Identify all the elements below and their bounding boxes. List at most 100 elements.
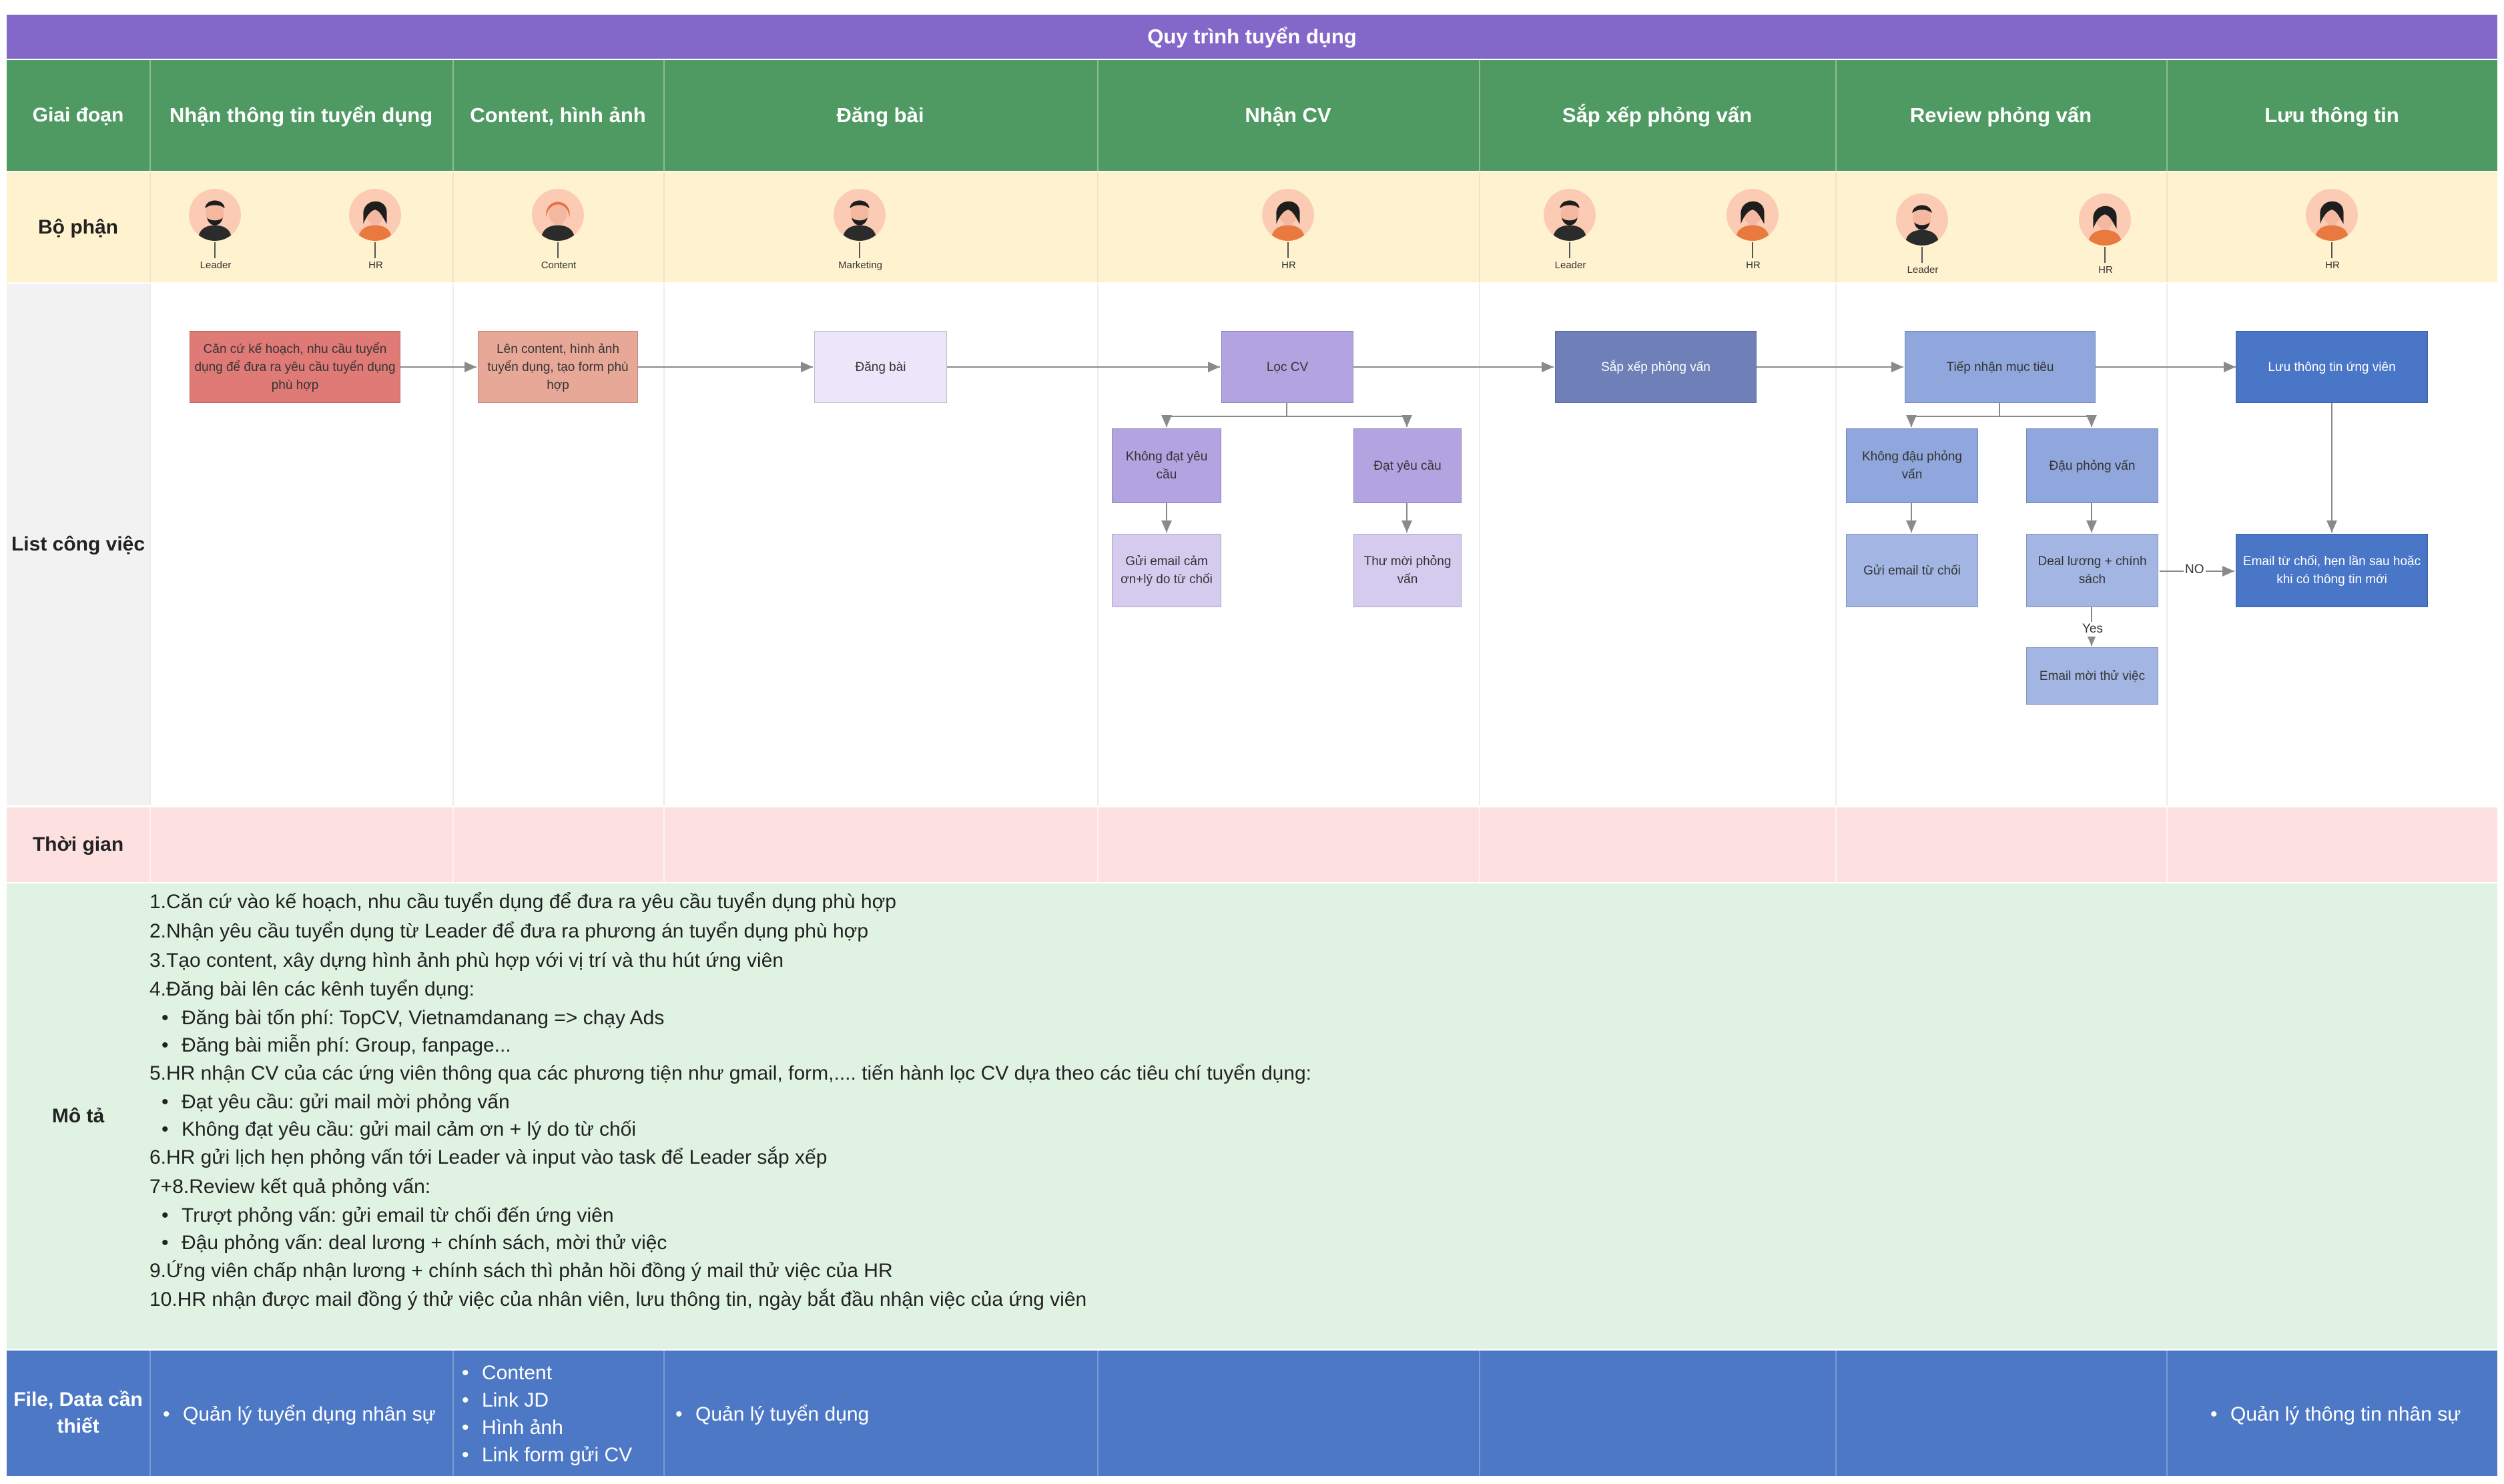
hr-avatar-icon [2079,194,2131,246]
row-label-department: Bộ phận [38,216,118,238]
column-divider [2166,284,2168,805]
stage-dang-bai: Đăng bài [836,103,924,127]
stage-nhan-cv: Nhận CV [1245,103,1331,127]
column-divider [1097,284,1099,805]
person-role-label: HR [2325,260,2340,271]
person-role-label: Content [541,260,577,271]
task-sap-xep: Sắp xếp phỏng vấn [1555,331,1757,403]
edge-label-yes: Yes [2081,622,2104,637]
hr-avatar-icon [2306,189,2358,241]
row-label-tasks: List công việc [11,533,145,555]
person-role-label: Leader [1554,260,1586,271]
row-label-time: Thời gian [32,833,124,855]
column-divider [2166,60,2168,171]
file-item: Quản lý tuyển dụng [675,1401,869,1428]
row-label-description: Mô tả [51,1105,105,1127]
hr-avatar-icon [1727,189,1779,241]
column-divider [1835,807,1837,882]
person-role-label: HR [2098,264,2113,276]
person-pointer-line [1752,242,1753,258]
stage-review: Review phỏng vấn [1909,103,2092,127]
column-divider [1835,60,1837,171]
person-pointer-line [374,242,376,258]
task-gui-email-cam-on: Gửi email cảm ơn+lý do từ chối [1112,534,1221,607]
stage-sap-xep: Sắp xếp phỏng vấn [1562,103,1753,127]
task-khong-dau: Không đậu phỏng vấn [1846,428,1978,503]
arrow-loccv-to-khongdat [1161,402,1287,427]
person-pointer-line [2331,242,2332,258]
column-divider [452,284,454,805]
column-divider [1479,60,1480,171]
column-divider [452,172,454,282]
description-bullet: Đậu phỏng vấn: deal lương + chính sách, … [149,1229,1751,1256]
task-tiep-nhan: Tiếp nhận mục tiêu [1905,331,2096,403]
files-col-dang-bai: Quản lý tuyển dụng [675,1401,869,1428]
stage-content: Content, hình ảnh [470,103,646,127]
time-row [7,807,2497,882]
column-divider [1479,1351,1480,1476]
column-divider [452,807,454,882]
column-divider [1835,172,1837,282]
column-divider [149,60,151,171]
column-divider [149,172,151,282]
file-item: Quản lý tuyển dụng nhân sự [163,1401,436,1428]
column-divider [2166,1351,2168,1476]
task-gui-email-tu-choi: Gửi email từ chối [1846,534,1978,607]
person-marketing: Marketing [830,189,890,276]
task-dang-bai: Đăng bài [814,331,947,403]
edge-label-no: NO [2184,563,2206,577]
person-content: Content [529,189,589,276]
column-divider [1479,807,1480,882]
files-col-content: ContentLink JDHình ảnhLink form gửi CV [462,1359,632,1469]
column-divider [1097,807,1099,882]
task-loc-cv: Lọc CV [1221,331,1353,403]
task-len-content: Lên content, hình ảnh tuyển dụng, tạo fo… [478,331,638,403]
column-divider [1097,60,1099,171]
description-bullet: Trượt phỏng vấn: gửi email từ chối đến ứ… [149,1202,1751,1229]
arrow-tiepnhan-to-dau [1999,415,2097,427]
person-pointer-line [214,242,216,258]
arrow-tiepnhan-to-khongdau [1906,402,2000,427]
task-dau-pv: Đậu phỏng vấn [2026,428,2158,503]
leader-avatar-icon [189,189,241,241]
person-hr: HR [2076,194,2136,280]
person-pointer-line [2104,247,2106,263]
column-divider [1479,172,1480,282]
description-bullet: Đăng bài tốn phí: TopCV, Vietnamdanang =… [149,1004,1751,1032]
leader-avatar-icon [1896,194,1948,246]
person-hr: HR [2302,189,2363,276]
person-hr: HR [346,189,406,276]
file-item: Link JD [462,1387,632,1414]
column-divider [149,1351,151,1476]
diagram-title: Quy trình tuyển dụng [1147,25,1357,48]
stage-nhan-thong-tin: Nhận thông tin tuyển dụng [169,103,433,127]
person-pointer-line [557,242,559,258]
task-deal-luong: Deal lương + chính sách [2026,534,2158,607]
description-step: 10.HR nhận được mail đồng ý thử việc của… [149,1288,1087,1311]
column-divider [2166,172,2168,282]
description-step: 9.Ứng viên chấp nhận lương + chính sách … [149,1259,893,1282]
person-hr: HR [1723,189,1783,276]
file-item: Quản lý thông tin nhân sự [2210,1401,2461,1428]
content-avatar-icon [532,189,584,241]
stage-row [7,60,2497,171]
column-divider [663,60,665,171]
column-divider [1835,284,1837,805]
file-item: Content [462,1359,632,1387]
column-divider [663,807,665,882]
column-divider [452,60,454,171]
description-step: 6.HR gửi lịch hẹn phỏng vấn tới Leader v… [149,1146,828,1168]
marketing-avatar-icon [834,189,886,241]
task-luu-thong-tin: Lưu thông tin ứng viên [2236,331,2428,403]
person-role-label: HR [1746,260,1761,271]
person-role-label: Leader [200,260,232,271]
column-divider [1479,284,1480,805]
task-email-moi: Email mời thử việc [2026,647,2158,705]
description-bullet: Đăng bài miễn phí: Group, fanpage... [149,1032,1751,1059]
person-role-label: Marketing [838,260,882,271]
files-col-luu-thong-tin: Quản lý thông tin nhân sự [2210,1401,2461,1428]
column-divider [1097,1351,1099,1476]
arrow-loccv-to-dat [1287,415,1412,427]
file-item: Link form gửi CV [462,1441,632,1469]
